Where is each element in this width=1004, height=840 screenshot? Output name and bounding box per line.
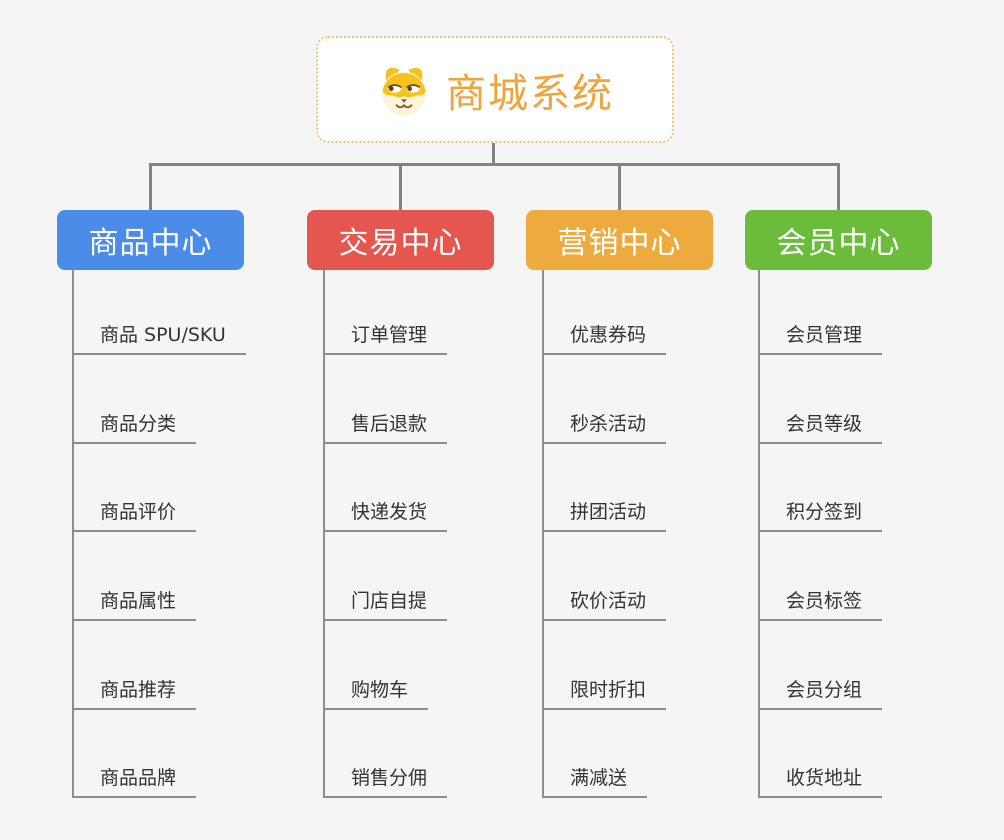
- leaf-label: 订单管理: [351, 324, 428, 346]
- leaf-label: 购物车: [351, 679, 409, 701]
- leaf-node[interactable]: 收货地址: [758, 756, 883, 798]
- leaf-label: 秒杀活动: [570, 413, 647, 435]
- branch-children-trade: 订单管理 售后退款 快递发货 门店自提 购物车 销售分佣: [323, 270, 448, 800]
- leaf-node[interactable]: 售后退款: [323, 402, 448, 444]
- leaf-node[interactable]: 商品属性: [72, 579, 197, 621]
- leaf-node[interactable]: 订单管理: [323, 313, 448, 355]
- leaf-node[interactable]: 购物车: [323, 668, 429, 710]
- leaf-label: 优惠券码: [570, 324, 647, 346]
- leaf-label: 会员分组: [786, 679, 863, 701]
- connector-line: [837, 163, 840, 210]
- branch-children-marketing: 优惠券码 秒杀活动 拼团活动 砍价活动 限时折扣 满减送: [542, 270, 667, 800]
- leaf-node[interactable]: 销售分佣: [323, 756, 448, 798]
- leaf-label: 会员等级: [786, 413, 863, 435]
- leaf-node[interactable]: 会员管理: [758, 313, 883, 355]
- leaf-label: 收货地址: [786, 767, 863, 789]
- leaf-node[interactable]: 秒杀活动: [542, 402, 667, 444]
- branch-node-marketing[interactable]: 营销中心: [526, 210, 713, 270]
- leaf-node[interactable]: 砍价活动: [542, 579, 667, 621]
- leaf-label: 销售分佣: [351, 767, 428, 789]
- leaf-label: 会员管理: [786, 324, 863, 346]
- leaf-label: 积分签到: [786, 501, 863, 523]
- leaf-node[interactable]: 快递发货: [323, 490, 448, 532]
- leaf-label: 砍价活动: [570, 590, 647, 612]
- connector-line: [618, 163, 621, 210]
- leaf-node[interactable]: 商品品牌: [72, 756, 197, 798]
- leaf-label: 售后退款: [351, 413, 428, 435]
- leaf-node[interactable]: 会员标签: [758, 579, 883, 621]
- leaf-label: 商品 SPU/SKU: [100, 324, 226, 346]
- leaf-node[interactable]: 会员分组: [758, 668, 883, 710]
- dog-face-icon: [382, 67, 426, 115]
- connector-line: [492, 141, 495, 166]
- branch-node-trade[interactable]: 交易中心: [307, 210, 494, 270]
- leaf-node[interactable]: 商品推荐: [72, 668, 197, 710]
- leaf-node[interactable]: 商品 SPU/SKU: [72, 313, 246, 355]
- leaf-label: 会员标签: [786, 590, 863, 612]
- leaf-node[interactable]: 商品评价: [72, 490, 197, 532]
- leaf-node[interactable]: 优惠券码: [542, 313, 667, 355]
- leaf-node[interactable]: 拼团活动: [542, 490, 667, 532]
- leaf-label: 门店自提: [351, 590, 428, 612]
- leaf-node[interactable]: 会员等级: [758, 402, 883, 444]
- branch-children-product: 商品 SPU/SKU 商品分类 商品评价 商品属性 商品推荐 商品品牌: [72, 270, 246, 800]
- leaf-node[interactable]: 限时折扣: [542, 668, 667, 710]
- leaf-label: 商品评价: [100, 501, 177, 523]
- leaf-label: 商品分类: [100, 413, 177, 435]
- connector-line: [149, 163, 840, 166]
- root-title: 商城系统: [446, 70, 614, 117]
- root-node[interactable]: 商城系统: [316, 36, 674, 143]
- leaf-label: 快递发货: [351, 501, 428, 523]
- branch-node-member[interactable]: 会员中心: [745, 210, 932, 270]
- leaf-label: 拼团活动: [570, 501, 647, 523]
- leaf-node[interactable]: 满减送: [542, 756, 648, 798]
- branch-children-member: 会员管理 会员等级 积分签到 会员标签 会员分组 收货地址: [758, 270, 883, 800]
- leaf-label: 商品品牌: [100, 767, 177, 789]
- leaf-label: 商品属性: [100, 590, 177, 612]
- leaf-node[interactable]: 商品分类: [72, 402, 197, 444]
- connector-line: [149, 163, 152, 210]
- branch-node-product[interactable]: 商品中心: [57, 210, 244, 270]
- connector-line: [399, 163, 402, 210]
- leaf-node[interactable]: 积分签到: [758, 490, 883, 532]
- leaf-label: 商品推荐: [100, 679, 177, 701]
- leaf-node[interactable]: 门店自提: [323, 579, 448, 621]
- leaf-label: 限时折扣: [570, 679, 647, 701]
- leaf-label: 满减送: [570, 767, 628, 789]
